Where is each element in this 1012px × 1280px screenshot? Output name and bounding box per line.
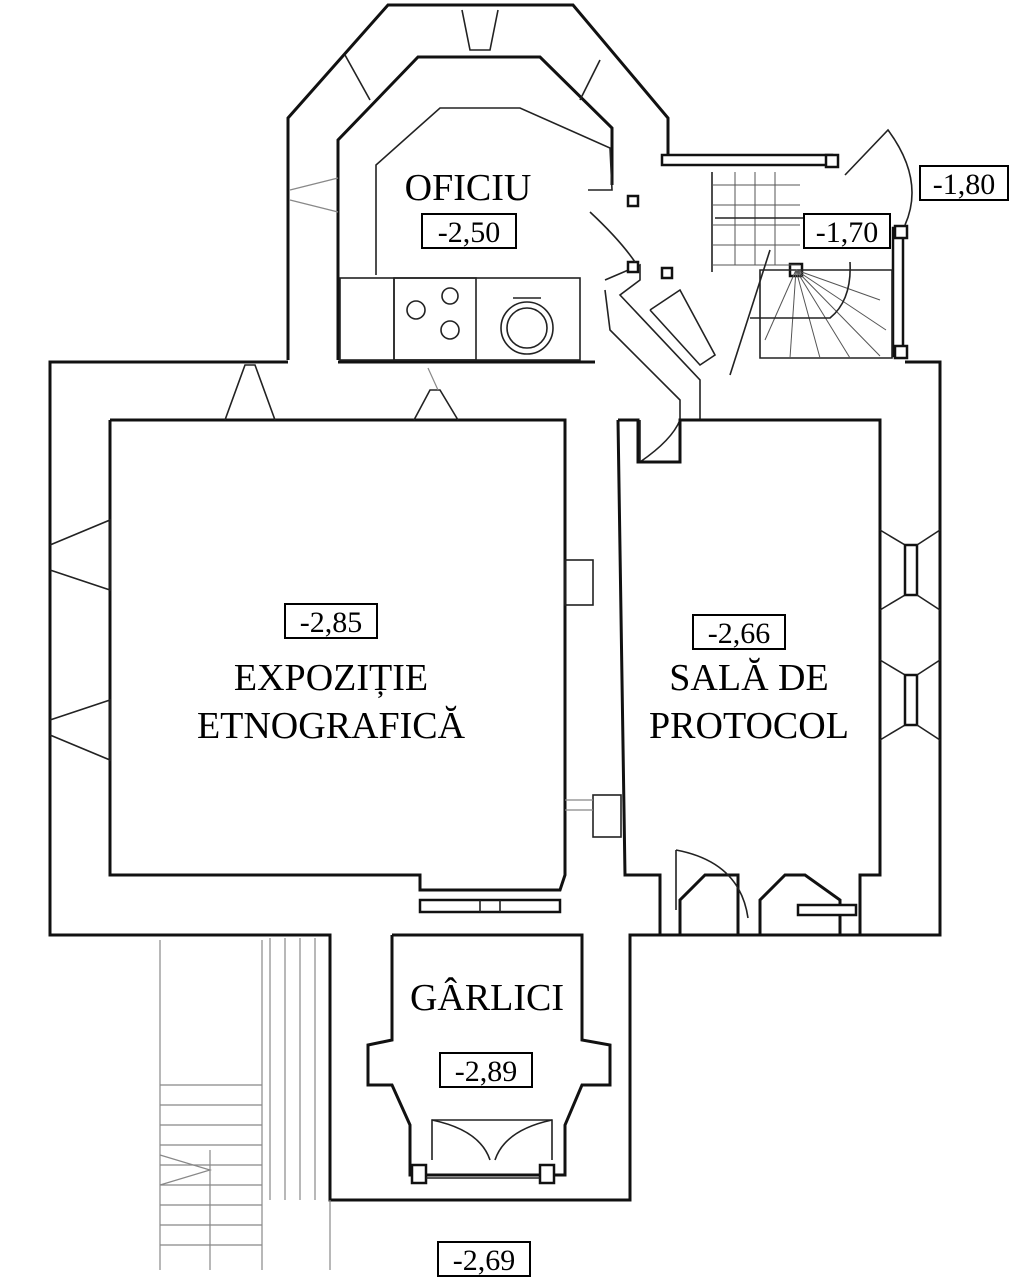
level-box-oficiu [421, 213, 517, 249]
level-entrance-top: -1,80 [933, 168, 996, 201]
level-box-expozitie [284, 603, 378, 639]
room-name-sala-line2: PROTOCOL [649, 705, 849, 747]
oficiu-fixtures [339, 107, 613, 361]
level-oficiu: -2,50 [438, 216, 501, 249]
level-box-sala [692, 614, 786, 650]
level-sala: -2,66 [708, 617, 771, 650]
room-name-expozitie-line2: ETNOGRAFICĂ [197, 705, 466, 747]
level-box-stair-landing [803, 213, 891, 249]
level-expozitie: -2,85 [300, 606, 363, 639]
room-sala-walls [616, 418, 941, 937]
level-stair-landing: -1,70 [816, 216, 879, 249]
room-name-sala-line1: SALĂ DE [669, 657, 828, 699]
level-box-garlici [439, 1052, 533, 1088]
level-box-exterior-bottom [437, 1241, 531, 1277]
room-expozitie-walls [49, 364, 622, 914]
apse-windows [289, 9, 601, 213]
exterior-stairs [159, 938, 331, 1270]
room-name-expozitie-line1: EXPOZIȚIE [234, 657, 428, 699]
level-box-entrance-top [919, 165, 1009, 201]
room-name-oficiu: OFICIU [405, 167, 532, 209]
room-name-garlici: GÂRLICI [410, 977, 564, 1019]
outer-walls [48, 3, 942, 1202]
level-garlici: -2,89 [455, 1055, 518, 1088]
stair-area [589, 128, 913, 464]
room-labels: OFICIU -2,50 -2,85 EXPOZIȚIE ETNOGRAFICĂ… [197, 165, 1009, 1277]
level-exterior-bottom: -2,69 [453, 1244, 516, 1277]
room-garlici-walls [366, 933, 612, 1185]
